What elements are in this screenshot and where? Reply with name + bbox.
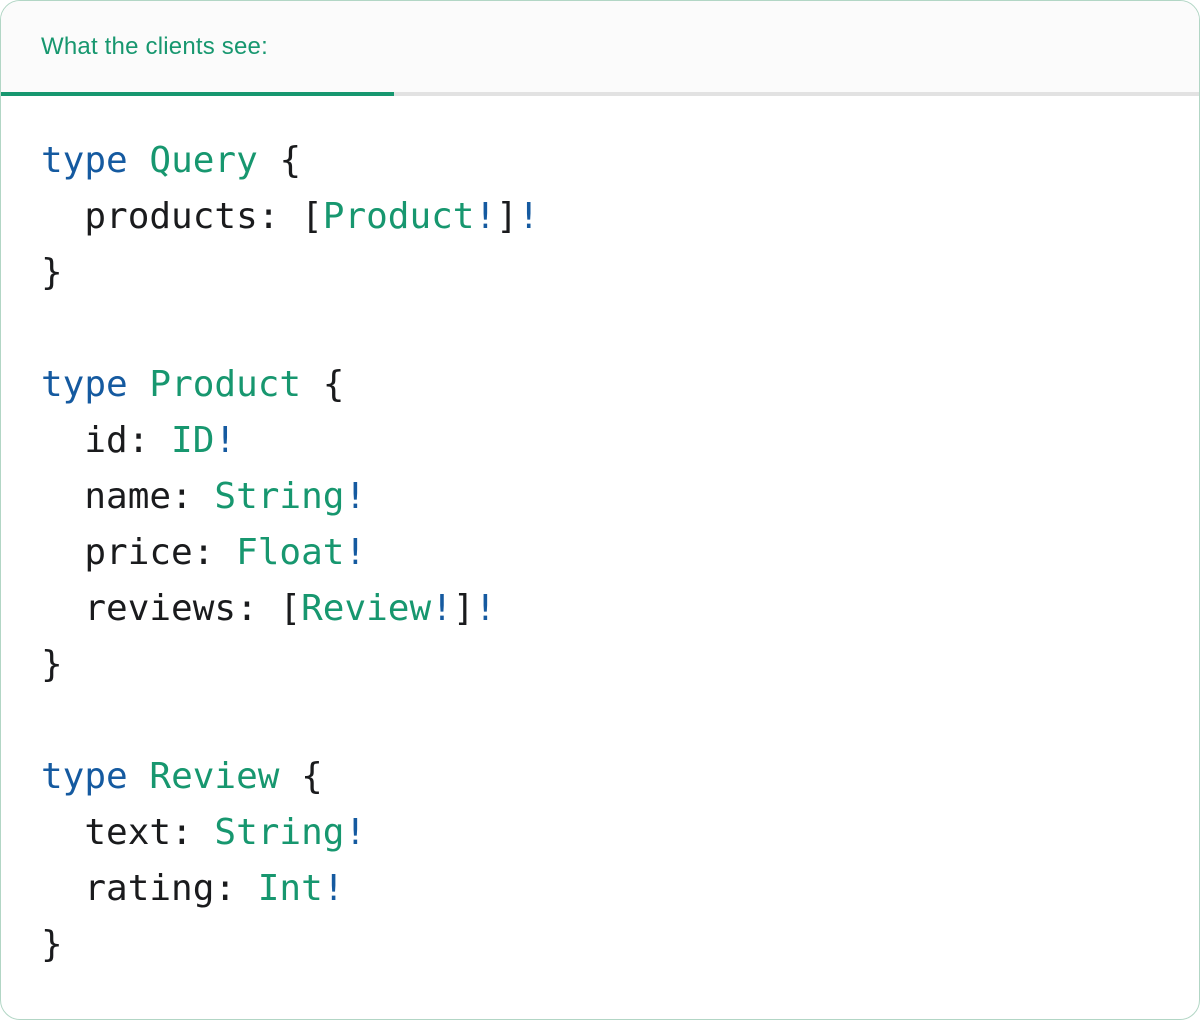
- code-token: }: [41, 252, 63, 293]
- code-token: price:: [41, 532, 237, 573]
- code-token: !: [474, 196, 497, 237]
- code-token: !: [344, 812, 367, 853]
- code-block: type Query { products: [Product!]! } typ…: [1, 96, 1199, 1013]
- code-token: Product: [322, 196, 475, 237]
- code-token: id:: [41, 420, 172, 461]
- code-token: {: [301, 364, 345, 405]
- code-token: !: [431, 588, 453, 629]
- code-token: products: [: [41, 196, 323, 237]
- code-token: !: [474, 588, 497, 629]
- code-token: Review: [149, 756, 280, 797]
- code-token: type: [41, 364, 128, 405]
- tab-label: What the clients see:: [41, 32, 268, 60]
- code-token: Review: [301, 588, 432, 629]
- code-token: }: [41, 644, 63, 685]
- code-token: type: [41, 756, 128, 797]
- code-token: Int: [257, 868, 323, 909]
- active-tab-underline: [1, 92, 394, 96]
- code-token: Product: [149, 364, 302, 405]
- code-token: ]: [452, 588, 475, 629]
- code-token: Query: [149, 140, 258, 181]
- code-token: [128, 140, 150, 181]
- tab-what-clients-see[interactable]: What the clients see:: [1, 1, 394, 96]
- code-token: rating:: [41, 868, 258, 909]
- code-token: String: [214, 476, 345, 517]
- code-token: name:: [41, 476, 215, 517]
- code-token: [128, 364, 150, 405]
- code-token: !: [344, 532, 367, 573]
- code-token: {: [279, 756, 323, 797]
- code-token: [128, 756, 150, 797]
- code-token: ID: [171, 420, 215, 461]
- code-token: String: [214, 812, 345, 853]
- code-token: text:: [41, 812, 215, 853]
- code-token: {: [257, 140, 302, 181]
- code-token: !: [322, 868, 345, 909]
- code-token: !: [214, 420, 237, 461]
- code-token: ]: [496, 196, 518, 237]
- code-token: Float: [236, 532, 345, 573]
- code-token: }: [41, 924, 63, 965]
- code-token: type: [41, 140, 128, 181]
- tab-bar: What the clients see:: [1, 1, 1199, 96]
- code-token: !: [517, 196, 540, 237]
- code-token: reviews: [: [41, 588, 302, 629]
- code-token: !: [344, 476, 367, 517]
